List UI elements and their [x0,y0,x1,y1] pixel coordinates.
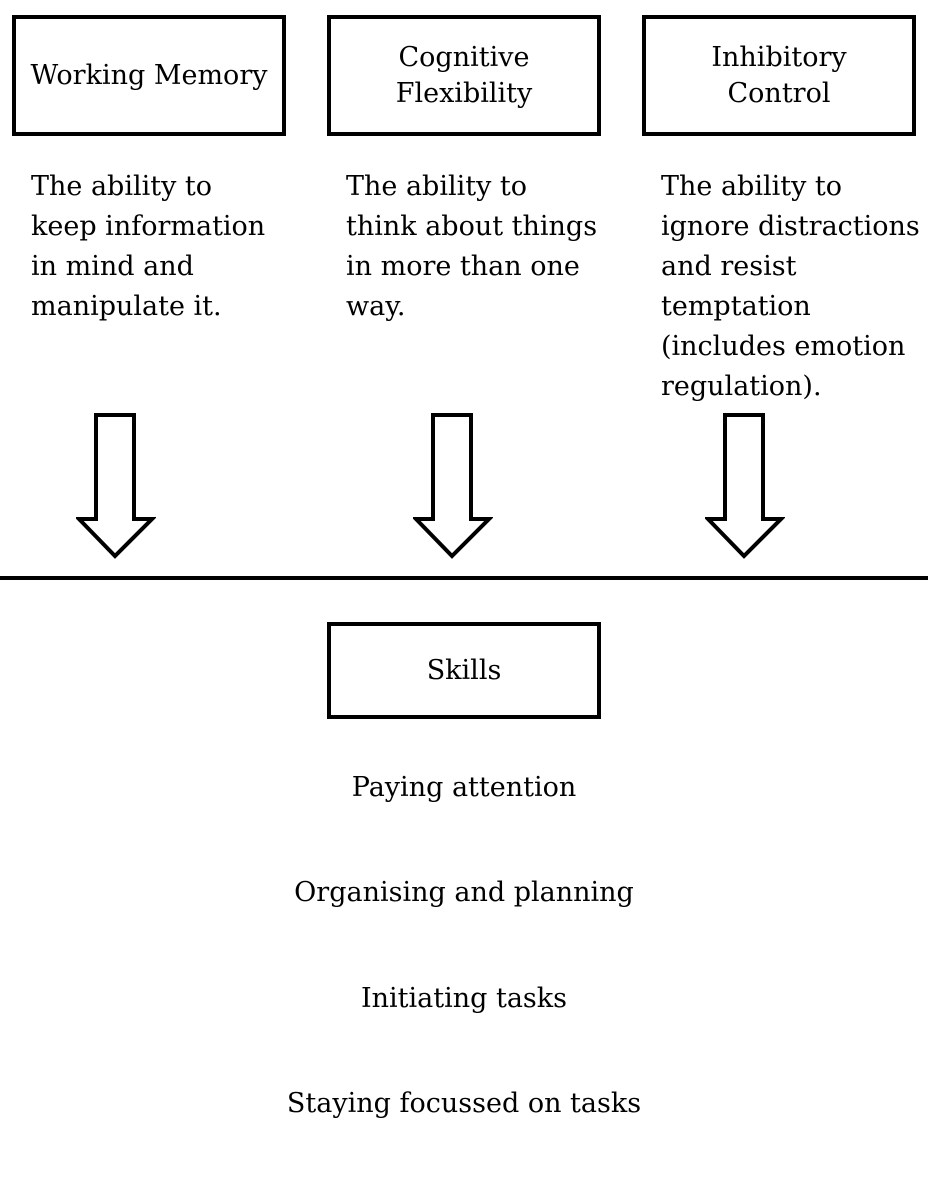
down-arrow-icon [76,413,156,559]
skill-item: Staying focussed on tasks [286,1088,642,1119]
horizontal-divider [0,576,928,580]
cognitive-flexibility-description: The ability to think about things in mor… [346,171,598,322]
inhibitory-control-title: Inhibitory Control [711,41,847,109]
down-arrow-icon [413,413,493,559]
skill-item: Initiating tasks [360,983,568,1014]
working-memory-description: The ability to keep information in mind … [31,171,266,322]
down-arrow-icon [705,413,785,559]
inhibitory-control-description: The ability to ignore distractions and r… [661,171,920,402]
skill-item: Paying attention [351,772,577,803]
cognitive-flexibility-title: Cognitive Flexibility [395,41,533,109]
working-memory-box: Working Memory [12,15,286,136]
skill-item: Organising and planning [294,877,634,908]
working-memory-title: Working Memory [30,59,268,91]
inhibitory-control-box: Inhibitory Control [642,15,916,136]
cognitive-flexibility-box: Cognitive Flexibility [327,15,601,136]
skills-title: Skills [426,654,502,686]
skills-box: Skills [327,622,601,719]
